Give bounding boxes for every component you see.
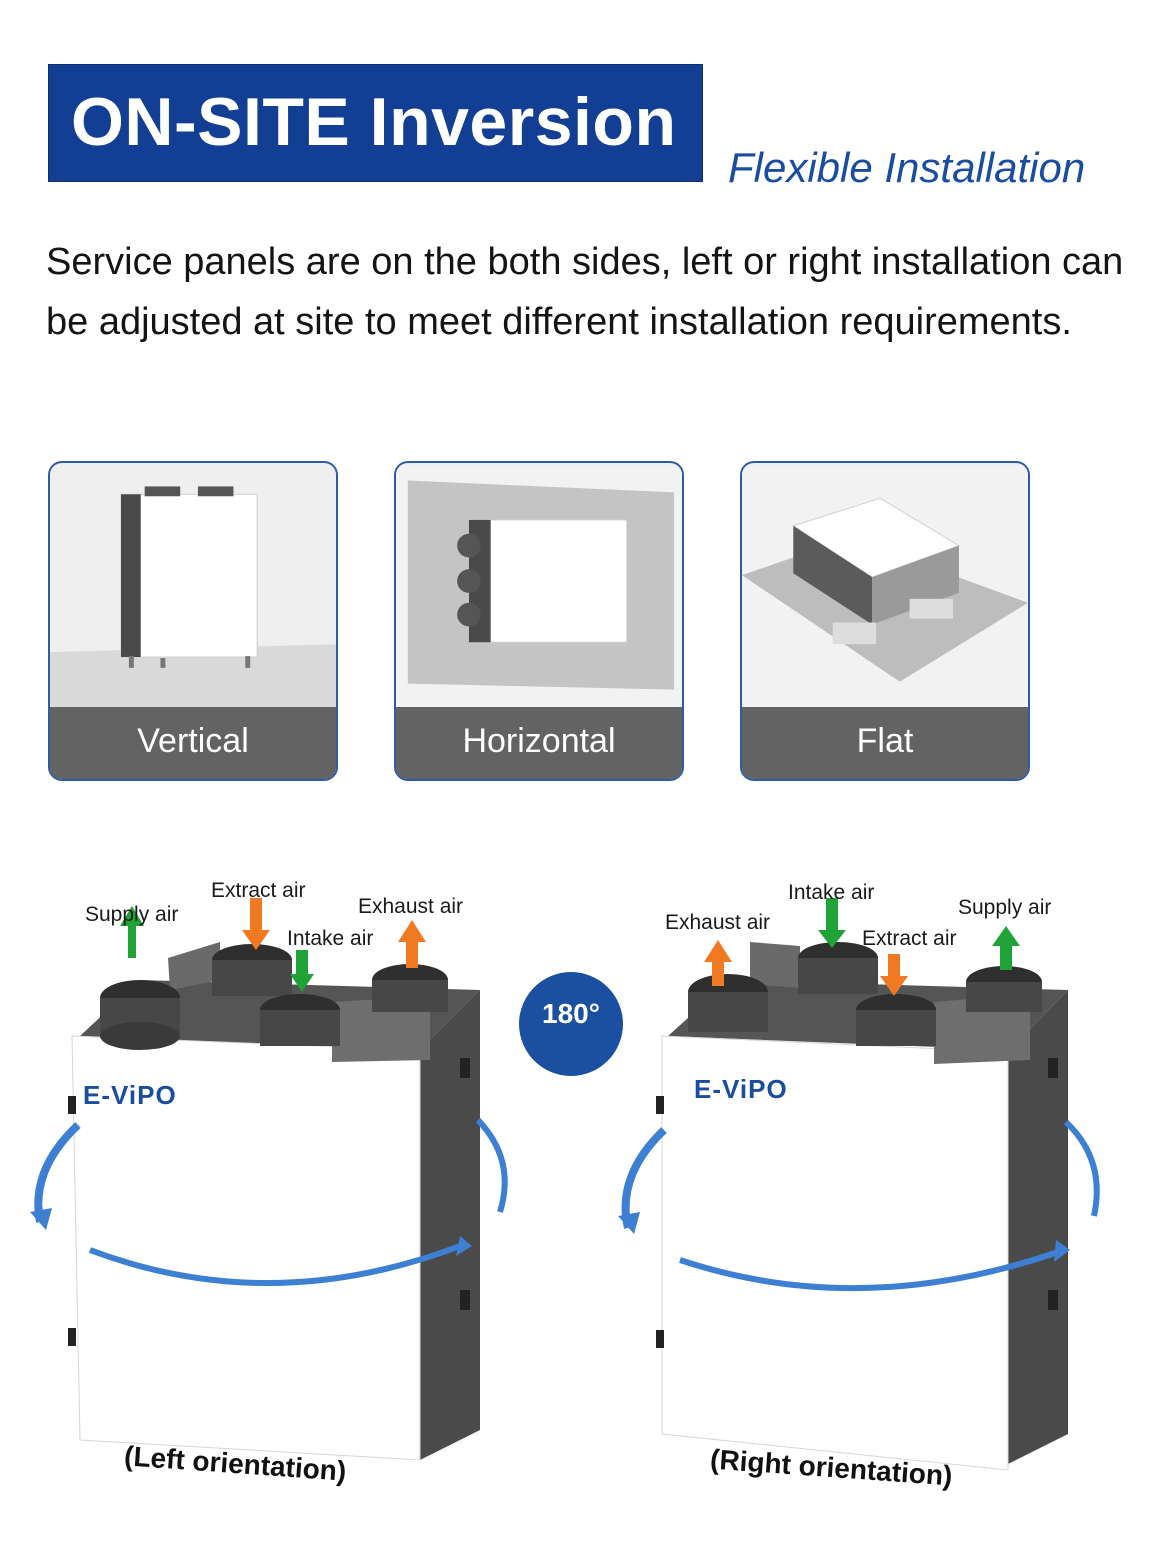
page-title: ON-SITE Inversion [71, 84, 677, 160]
label-exhaust-air: Exhaust air [665, 911, 771, 934]
mode-card-horizontal: Horizontal [394, 461, 684, 781]
rotate-180-label: 180° [542, 998, 600, 1029]
mode-label: Flat [742, 707, 1028, 779]
label-intake-air: Intake air [788, 881, 875, 904]
left-orientation-diagram: Supply air Extract air Intake air Exhaus… [20, 850, 520, 1530]
horizontal-unit-image [396, 464, 682, 710]
mode-label: Horizontal [396, 707, 682, 779]
right-orientation-diagram: Exhaust air Intake air Extract air Suppl… [610, 850, 1110, 1530]
flat-unit-image [742, 464, 1028, 710]
brand-logo: E-ViPO [694, 1074, 788, 1104]
mode-label: Vertical [50, 707, 336, 779]
label-supply-air: Supply air [85, 903, 179, 926]
label-supply-air: Supply air [958, 896, 1052, 919]
mode-card-flat: Flat [740, 461, 1030, 781]
description-text: Service panels are on the both sides, le… [46, 241, 1124, 343]
right-unit-illustration [618, 898, 1100, 1471]
brand-logo: E-ViPO [83, 1080, 177, 1110]
left-unit-illustration [30, 898, 508, 1461]
label-exhaust-air: Exhaust air [358, 895, 464, 918]
title-banner: ON-SITE Inversion [48, 64, 703, 182]
label-extract-air: Extract air [211, 879, 306, 902]
rotate-180-badge: 180° [519, 972, 623, 1076]
page-subtitle: Flexible Installation [728, 144, 1086, 191]
label-intake-air: Intake air [287, 927, 374, 950]
label-extract-air: Extract air [862, 927, 957, 950]
vertical-unit-image [50, 464, 336, 710]
mode-card-vertical: Vertical [48, 461, 338, 781]
